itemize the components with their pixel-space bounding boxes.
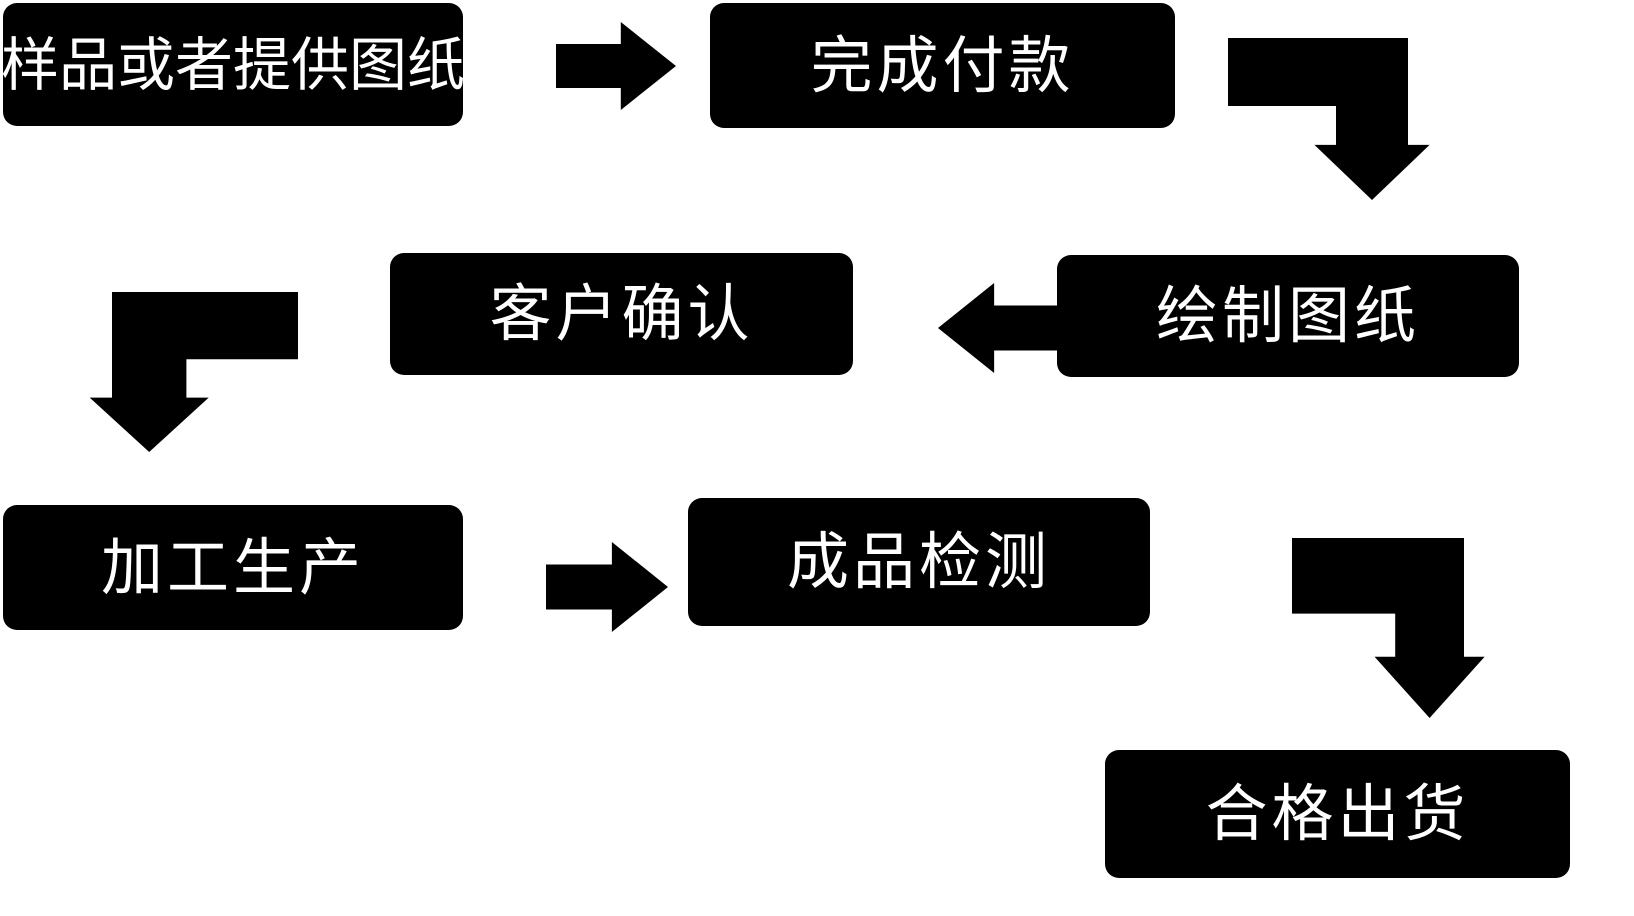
process-node-label: 客户确认 xyxy=(489,277,754,350)
process-node-confirm[interactable]: 客户确认 xyxy=(390,253,853,375)
process-node-label: 成品检测 xyxy=(786,525,1051,598)
process-node-shipping[interactable]: 合格出货 xyxy=(1105,750,1570,878)
elbow-arrow-down-icon xyxy=(89,292,299,452)
process-node-label: 合格出货 xyxy=(1205,777,1470,850)
arrow-right-icon xyxy=(546,542,668,632)
process-node-label: 绘制图纸 xyxy=(1155,279,1420,352)
elbow-arrow-down-icon xyxy=(1292,538,1485,718)
process-node-inspection[interactable]: 成品检测 xyxy=(688,498,1150,626)
process-node-label: 完成付款 xyxy=(810,28,1075,102)
process-node-label: 加工生产 xyxy=(100,530,365,604)
arrow-left-icon xyxy=(938,283,1060,373)
process-node-sample[interactable]: 样品或者提供图纸 xyxy=(1,3,466,126)
process-node-production[interactable]: 加工生产 xyxy=(3,505,463,630)
process-node-label: 样品或者提供图纸 xyxy=(1,30,466,99)
process-node-drawing[interactable]: 绘制图纸 xyxy=(1057,255,1519,377)
process-node-payment[interactable]: 完成付款 xyxy=(710,3,1175,128)
elbow-arrow-down-icon xyxy=(1228,38,1430,200)
arrow-right-icon xyxy=(556,22,676,110)
